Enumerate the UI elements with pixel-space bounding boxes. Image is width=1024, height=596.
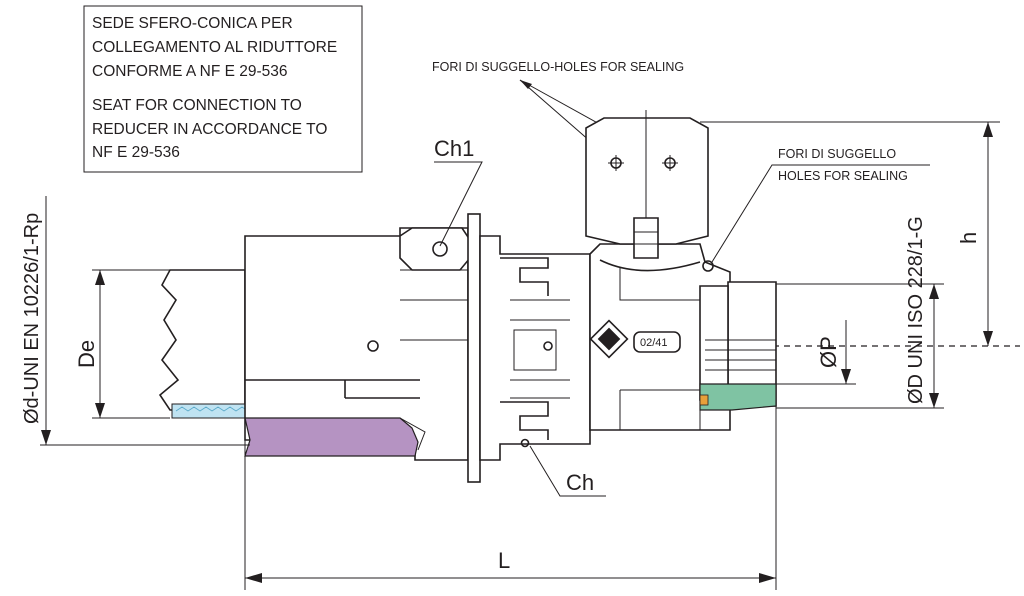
green-seat: [699, 383, 777, 411]
note-box: [83, 5, 363, 173]
dim-de-arrow-bottom: [95, 403, 105, 418]
valve-handle: [585, 117, 709, 245]
dim-h-arrow-top: [983, 122, 993, 137]
label-h: h: [956, 232, 981, 244]
label-od-right: ØD UNI ISO 228/1-G: [905, 216, 927, 404]
handle-stem: [633, 217, 659, 259]
label-l: L: [498, 548, 510, 573]
flange-plate: [467, 213, 481, 483]
note-en-line2: REDUCER IN ACCORDANCE TO: [92, 121, 327, 138]
note-en-line1: SEAT FOR CONNECTION TO: [92, 97, 302, 114]
dim-od-arrow-bottom: [929, 393, 939, 408]
note-it-line3: CONFORME A NF E 29-536: [92, 63, 288, 80]
valve-panel: [619, 268, 700, 301]
label-ch1: Ch1: [434, 136, 474, 161]
hex-nut-ch1: [399, 227, 471, 271]
sealing-hole-2: [662, 155, 678, 171]
marking-badge: 02/41: [640, 337, 668, 349]
pipe-body: [158, 269, 246, 411]
purple-nut-chamfer: [399, 417, 426, 451]
threaded-collar: [699, 285, 729, 401]
dim-de-arrow-top: [95, 270, 105, 285]
marking-badge-frame: [633, 331, 681, 353]
callout-right-sealing-en: HOLES FOR SEALING: [778, 169, 908, 183]
dim-l-arrow-right: [759, 573, 776, 583]
note-it-line1: SEDE SFERO-CONICA PER: [92, 15, 293, 32]
leader-right-sealing: [711, 164, 930, 263]
sealing-hole-1: [608, 155, 624, 171]
arrowhead-top: [520, 80, 532, 89]
dim-op-arrow: [841, 369, 851, 384]
dim-l-arrow-left: [245, 573, 262, 583]
label-de: De: [74, 340, 99, 368]
callout-top-sealing: FORI DI SUGGELLO-HOLES FOR SEALING: [432, 60, 684, 74]
label-ch: Ch: [566, 470, 594, 495]
hex-nut-hole: [432, 241, 448, 257]
handle-stem-lines: [634, 231, 658, 245]
right-sealing-hole: [702, 260, 714, 272]
dim-od-left-arrow: [41, 430, 51, 445]
purple-nut: [244, 417, 419, 457]
note-en-line3: NF E 29-536: [92, 144, 180, 161]
note-it-line2: COLLEGAMENTO AL RIDUTTORE: [92, 39, 337, 56]
callout-right-sealing-it: FORI DI SUGGELLO: [778, 147, 896, 161]
leader-ch: [529, 445, 606, 497]
fitting-pin: [367, 340, 379, 352]
orange-seal: [699, 394, 709, 406]
manufacturer-logo: [589, 319, 629, 359]
valve-fins: [500, 257, 570, 440]
valve-curve: [599, 259, 701, 272]
label-op: ØP: [816, 336, 841, 368]
leader-ch1: [434, 161, 483, 247]
valve-body-left: [479, 235, 591, 461]
dim-h-arrow-bottom: [983, 331, 993, 346]
dim-od-arrow-top: [929, 284, 939, 299]
thread-lines: [705, 339, 776, 371]
valve-bottom-hole: [520, 438, 530, 448]
label-od-left: Ød-UNI EN 10226/1-Rp: [21, 213, 43, 424]
valve-center-hole: [543, 341, 553, 351]
hex-faces: [400, 269, 468, 341]
